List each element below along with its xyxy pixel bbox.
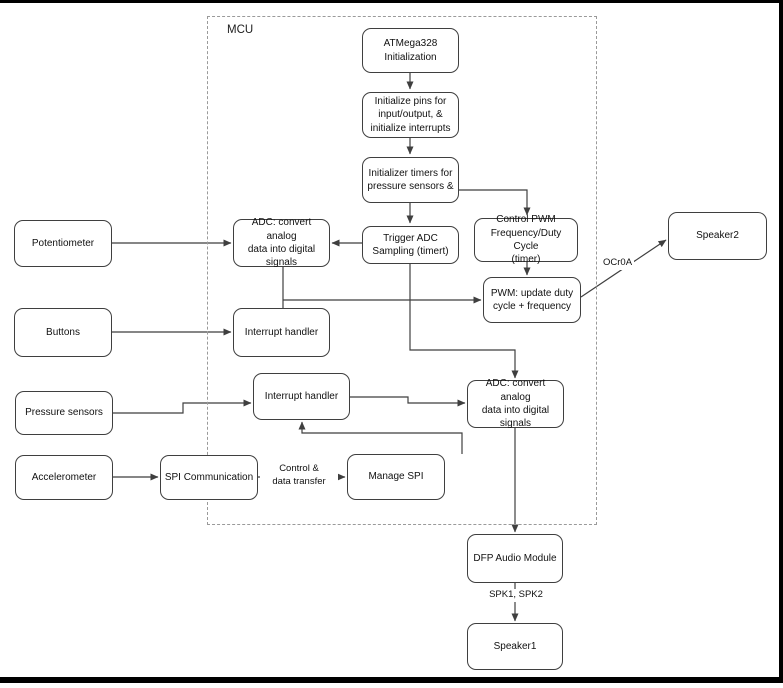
mcu-container: [207, 16, 597, 525]
edge-pressure-to-interrupt2: [113, 399, 252, 414]
node-dfp-audio-module: DFP Audio Module: [467, 534, 563, 583]
node-adc-convert-2: ADC: convert analog data into digital si…: [467, 378, 564, 429]
node-initialize-timers: Initializer timers for pressure sensors …: [362, 157, 459, 203]
edge-trigger-adc-to-adc2: [409, 264, 519, 379]
frame-bottom-border: [0, 677, 783, 683]
frame-right-border: [779, 0, 783, 683]
node-manage-spi: Manage SPI: [347, 454, 445, 500]
edge-manage-spi-to-interrupt2: [298, 421, 463, 454]
node-atmega-initialization: ATMega328 Initialization: [362, 28, 459, 73]
edge-label-ocr0a: OCr0A: [601, 257, 635, 270]
node-trigger-adc-sampling: Trigger ADC Sampling (timert): [362, 226, 459, 264]
node-potentiometer: Potentiometer: [14, 220, 112, 267]
node-control-pwm: Control PWM Frequency/Duty Cycle (timer): [474, 214, 578, 265]
node-accelerometer: Accelerometer: [15, 455, 113, 500]
node-speaker1: Speaker1: [467, 623, 563, 670]
node-interrupt-handler-1: Interrupt handler: [233, 308, 330, 357]
node-spi-communication: SPI Communication: [160, 455, 258, 500]
edge-label-spk: SPK1, SPK2: [478, 589, 554, 602]
node-pwm-update: PWM: update duty cycle + frequency: [483, 277, 581, 323]
node-initialize-pins: Initialize pins for input/output, & init…: [362, 92, 459, 138]
node-adc-convert-1: ADC: convert analog data into digital si…: [233, 217, 330, 268]
mcu-container-label: MCU: [227, 24, 254, 36]
edge-interrupt2-to-adc2: [350, 396, 466, 407]
node-speaker2: Speaker2: [668, 212, 767, 260]
edge-label-control-transfer: Control & data transfer: [260, 463, 338, 489]
node-interrupt-handler-2: Interrupt handler: [253, 373, 350, 420]
edge-init-timers-to-control-pwm: [459, 189, 531, 216]
node-buttons: Buttons: [14, 308, 112, 357]
node-pressure-sensors: Pressure sensors: [15, 391, 113, 435]
frame-top-border: [0, 0, 783, 3]
